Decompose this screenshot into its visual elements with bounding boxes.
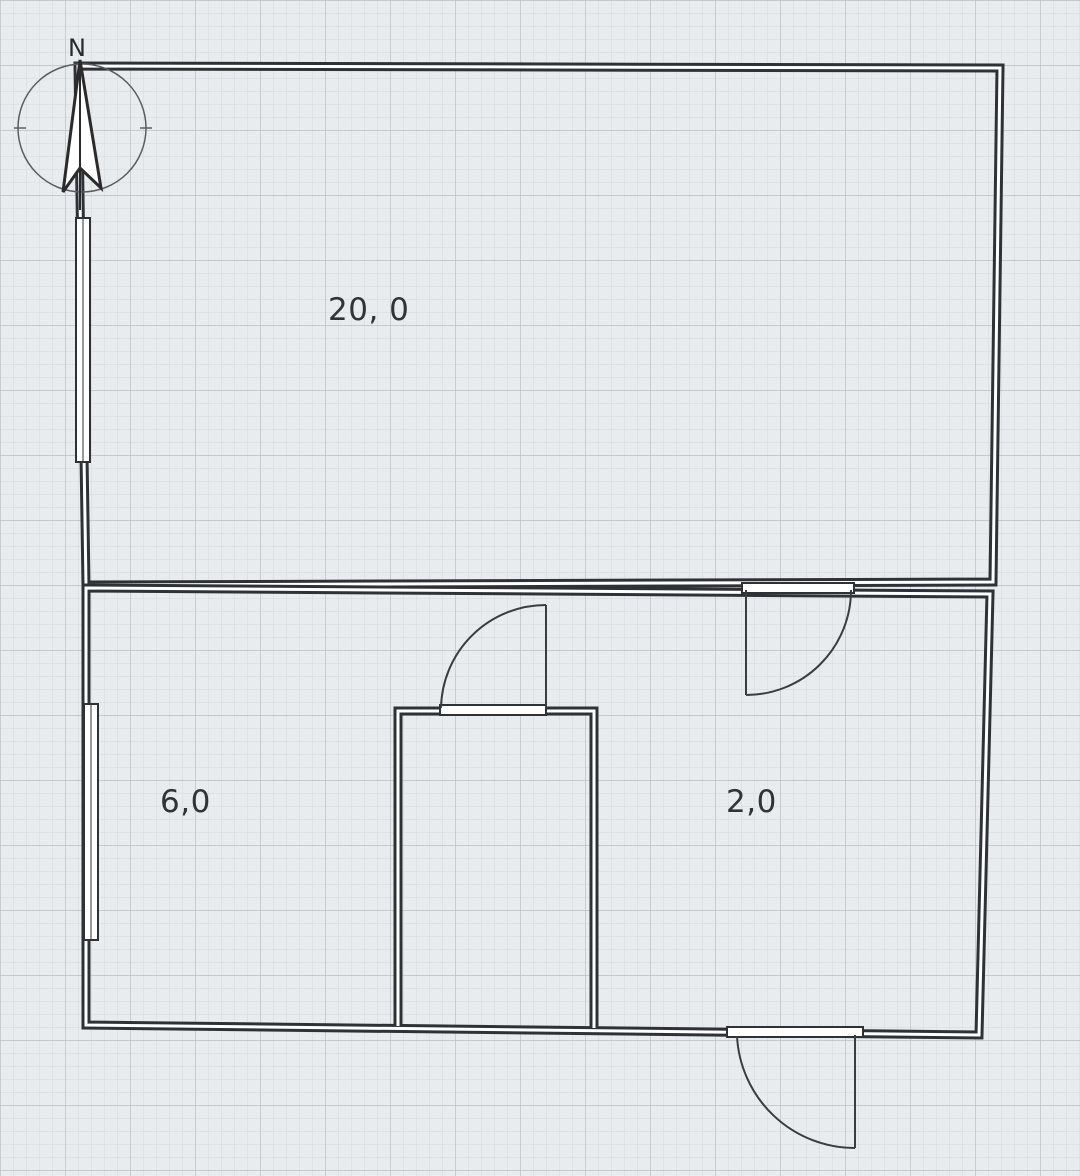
southwest-room-area-label: 6,0 (160, 784, 211, 820)
southeast-room-area-label: 2,0 (726, 784, 777, 820)
compass-icon[interactable] (14, 59, 152, 210)
closet-door[interactable] (439, 604, 547, 716)
north-room-area-label: 20, 0 (328, 292, 410, 328)
interior-door[interactable] (741, 582, 855, 696)
windows[interactable] (75, 217, 99, 941)
entrance-door[interactable] (726, 1026, 864, 1150)
compass-north-label: N (68, 34, 86, 62)
doors[interactable] (439, 582, 864, 1150)
